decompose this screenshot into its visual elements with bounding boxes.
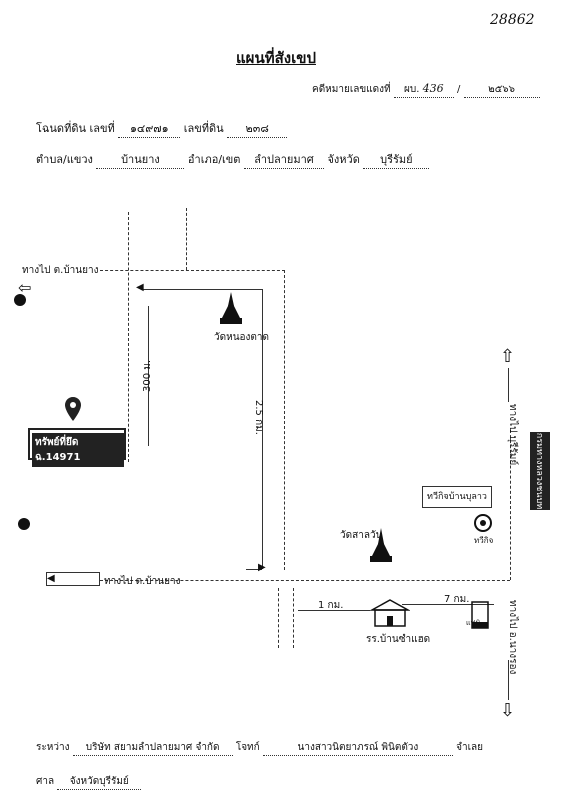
dist-1km-line: [298, 610, 370, 611]
plaintiff-name: บริษัท สยามลำปลายมาศ จำกัด: [72, 740, 233, 756]
dimension-300-label: 300 ม.: [142, 359, 153, 392]
school-icon: [369, 598, 411, 632]
arrow-down-outline-icon: ⇩: [500, 700, 516, 721]
seized-land-badge: ทรัพย์ที่ยึด ฉ.14971: [28, 428, 126, 467]
arrow-up-outline-icon: ⇧: [500, 346, 516, 367]
road-east-vertical: [284, 270, 285, 570]
district-label: อำเภอ/เขต: [187, 153, 241, 166]
route-line-top: [142, 289, 262, 290]
label-to-buriram: ทางไป บุรีรัมย์: [507, 404, 518, 466]
location-pin-icon: [64, 396, 82, 426]
arrow-left-icon: ◀: [136, 282, 144, 293]
shop-logo-icon: [474, 514, 492, 536]
arrow-left-outline-icon: ⇦: [18, 278, 32, 297]
label-to-ban-yang-top: ทางไป ต.บ้านยาง: [22, 265, 99, 276]
highway-sign: กรมทางหลวงชนบท: [530, 432, 550, 510]
arrow-down-shaft: [508, 660, 509, 700]
location-row: ตำบล/แขวง บ้านยาง อำเภอ/เขต ลำปลายมาศ จั…: [36, 150, 430, 169]
road-south-2: [293, 588, 294, 648]
parcel-label: เลขที่ดิน: [183, 122, 224, 135]
defendant-name: นางสาวนิตยาภรณ์ พินิตตัวง: [262, 740, 453, 756]
district-value: ลำปลายมาศ: [243, 150, 324, 169]
hole-punch-bottom: [18, 518, 30, 530]
temple-south-icon: [366, 526, 396, 568]
case-number-row: คดีหมายเลขแดงที่ ผบ. 436 / ๒๕๖๖: [312, 82, 540, 98]
case-number-label: คดีหมายเลขแดงที่: [312, 84, 391, 95]
dimension-300-line: [148, 306, 149, 446]
arrow-left-outline-mid-icon: ◀: [46, 572, 100, 586]
route-line-down: [262, 289, 263, 569]
shop-short-label: ทวีกิจ: [474, 536, 494, 545]
school-label: รร.บ้านซำแฮด: [366, 634, 431, 645]
arrow-up-shaft: [508, 368, 509, 402]
temple-north-icon: [216, 290, 246, 330]
dist-7km-label: 7 กม.: [444, 594, 470, 605]
road-top-horizontal: [100, 270, 285, 271]
page-title: แผนที่สังเขป: [236, 49, 316, 67]
temple-south-label: วัดสาลวัน: [340, 530, 383, 541]
highway-sign-text: กรมทางหลวงชนบท: [534, 432, 544, 510]
parcel-number: ๒๓๘: [227, 119, 288, 138]
case-prefix: ผบ. 436: [393, 82, 454, 98]
case-separator: /: [457, 84, 461, 95]
deed-number: ๑๔๙๗๑: [118, 119, 181, 138]
seized-land-label: ทรัพย์ที่ยึด ฉ.14971: [32, 433, 124, 467]
parties-row: ระหว่าง บริษัท สยามลำปลายมาศ จำกัด โจทก์…: [36, 740, 483, 756]
court-value: จังหวัดบุรีรัมย์: [57, 774, 142, 790]
subdistrict-value: บ้านยาง: [96, 150, 185, 169]
dist-7km-line: [402, 604, 494, 605]
road-main-horizontal: [100, 580, 510, 581]
dist-1km-label: 1 กม.: [318, 600, 344, 611]
road-north-east: [186, 208, 187, 270]
province-value: บุรีรัมย์: [363, 150, 430, 169]
road-right-vertical: [510, 430, 511, 580]
temple-north-label: วัดหนองตาด: [214, 332, 270, 343]
case-year: ๒๕๖๖: [463, 82, 540, 98]
dimension-2-5-label: 2.5 กม.: [253, 400, 264, 435]
province-label: จังหวัด: [327, 153, 360, 166]
label-to-ban-yang-mid: ทางไป ต.บ้านยาง: [104, 576, 181, 587]
deed-label: โฉนดที่ดิน เลขที่: [36, 122, 115, 135]
subdistrict-label: ตำบล/แขวง: [36, 153, 93, 166]
hole-punch-top: [14, 294, 26, 306]
court-label: ศาล: [36, 776, 55, 787]
arrow-down-end-icon: ▶: [258, 562, 266, 573]
court-row: ศาล จังหวัดบุรีรัมย์: [36, 774, 142, 790]
defendant-role: จำเลย: [456, 742, 483, 753]
store-icon: [470, 600, 490, 634]
corner-mark: 28862: [490, 12, 535, 28]
between-label: ระหว่าง: [36, 742, 70, 753]
road-south-1: [278, 588, 279, 648]
plaintiff-role: โจทก์: [235, 742, 260, 753]
shop-label-box: ทวีกิจบ้านบุลาว: [422, 486, 492, 508]
route-line-bottom: [246, 569, 262, 570]
store-label: แฟมิ: [466, 619, 481, 627]
deed-row: โฉนดที่ดิน เลขที่ ๑๔๙๗๑ เลขที่ดิน ๒๓๘: [36, 119, 288, 138]
road-north-west: [128, 212, 129, 462]
case-number: 436: [422, 82, 444, 95]
